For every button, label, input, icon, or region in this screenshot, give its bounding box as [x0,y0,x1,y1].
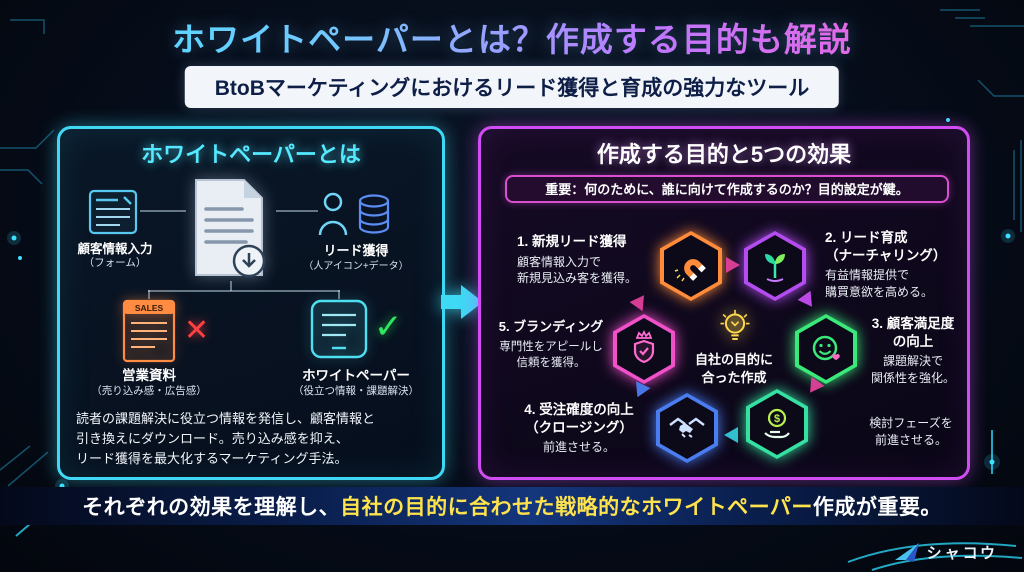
effect-4: 4. 受注確度の向上 （クロージング） 前進させる。 [505,401,653,456]
footer-text-2: 作成が重要。 [812,496,942,519]
connector-line [148,290,340,292]
lightbulb-icon [720,309,750,340]
effect-3-desc: 課題解決で 関係性を強化。 [870,354,955,385]
effect-2-desc: 有益情報提供で 購買意欲を高める。 [825,268,934,299]
effect-2: 2. リード育成 （ナーチャリング） 有益情報提供で 購買意欲を高める。 [825,229,967,301]
connector-line [230,281,232,291]
page-title: ホワイトペーパーとは？作成する目的も解説 [0,13,1024,61]
effect-hex-magnet [660,231,722,301]
sales-label-sub: （売り込み感・広告感） [91,384,207,397]
effect-hex-sprout [744,231,806,301]
lead-label-main: リード獲得 [323,243,389,258]
money-hand-icon: $ [764,408,790,439]
center-label: 自社の目的に 合った作成 [694,352,773,385]
whitepaper-label-sub: （役立つ情報・課題解決） [293,384,419,397]
person-database-icon [318,192,390,236]
footer-text-highlight: 自社の目的に合わせた戦略的なホワイトペーパー [340,496,813,519]
footer-banner: それぞれの効果を理解し、自社の目的に合わせた戦略的なホワイトペーパー作成が重要。 [0,487,1024,525]
logo-text: シャコウ [926,544,998,562]
whitepaper-label: ホワイトペーパー （役立つ情報・課題解決） [276,367,436,398]
effect-4-title: 4. 受注確度の向上 （クロージング） [524,402,634,435]
sales-document-icon: SALES [122,299,176,363]
effect-hex-handshake [656,393,718,463]
sales-badge: SALES [135,303,164,313]
purpose-effects-panel: 作成する目的と5つの効果 重要：何のために、誰に向けて作成するのか？目的設定が鍵… [478,126,970,480]
effect-5-desc: 専門性をアピールし 信頼を獲得。 [499,340,603,369]
form-label-main: 顧客情報入力 [77,242,153,256]
document-download-icon [195,179,266,278]
form-label: 顧客情報入力 （フォーム） [66,241,164,271]
flow-arrow-icon [441,285,483,319]
effect-hex-smiley [795,314,857,384]
effect-hex-money: $ [746,389,808,459]
connector-line [148,290,150,299]
form-label-sub: （フォーム） [83,257,147,270]
effect-4-desc: 前進させる。 [542,440,615,455]
check-icon: ✓ [374,308,403,346]
shield-crown-icon [633,330,655,364]
sprout-icon [765,254,785,282]
effect-side-note: 検討フェーズを 前進させる。 [869,416,953,447]
effect-5: 5. ブランディング 専門性をアピールし 信頼を獲得。 [489,319,613,371]
sales-label-main: 営業資料 [122,368,176,383]
important-note: 重要：何のために、誰に向けて作成するのか？目的設定が鍵。 [505,175,949,203]
page-subtitle: BtoBマーケティングにおけるリード獲得と育成の強力なツール [184,66,840,108]
smiley-heart-icon [812,335,840,361]
connector-line [276,210,318,212]
effect-3: 3. 顧客満足度 の向上 課題解決で 関係性を強化。 [857,315,969,387]
logo: シャコウ [894,541,998,563]
dollar-glyph: $ [774,413,780,425]
whitepaper-description: 読者の課題解決に役立つ情報を発信し、顧客情報と 引き換えにダウンロード。売り込み… [76,411,376,467]
lead-label: リード獲得 （人アイコン+データ） [300,243,412,273]
effect-5-title: 5. ブランディング [498,319,604,334]
cross-icon: ✕ [184,314,210,347]
lead-label-sub: （人アイコン+データ） [303,260,409,272]
sales-label: 営業資料 （売り込み感・広告感） [78,367,220,398]
effect-3-title: 3. 顧客満足度 の向上 [871,316,955,349]
connector-line [338,290,340,299]
effect-1: 1. 新規リード獲得 顧客情報入力で 新規見込み客を獲得。 [517,233,659,287]
right-panel-title: 作成する目的と5つの効果 [596,142,852,167]
handshake-icon [669,417,705,438]
effect-1-title: 1. 新規リード獲得 [517,234,627,249]
cycle-arrow-icon [724,427,738,443]
footer-text-1: それぞれの効果を理解し、 [82,496,341,519]
cycle-arrow-icon [726,257,740,273]
magnet-icon [674,259,706,282]
whitepaper-label-main: ホワイトペーパー [302,368,410,383]
form-document-icon [88,189,138,235]
effect-hex-shield [613,314,675,384]
whitepaper-definition-panel: ホワイトペーパーとは 顧客情報入力 （フォーム） [57,126,445,480]
effect-1-desc: 顧客情報入力で 新規見込み客を獲得。 [517,254,638,286]
effect-2-title: 2. リード育成 （ナーチャリング） [825,230,947,263]
whitepaper-tablet-icon [310,299,368,359]
connector-line [140,210,186,212]
cycle-arrow-icon [629,291,650,312]
paper-plane-icon [894,543,919,562]
left-panel-title: ホワイトペーパーとは [141,142,361,167]
